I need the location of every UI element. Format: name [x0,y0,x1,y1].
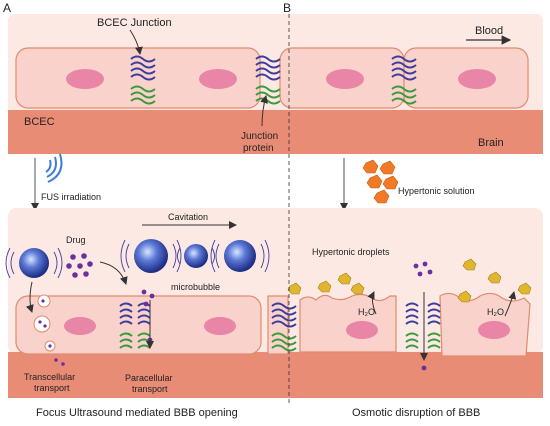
transcellular-arrow [25,281,34,313]
drug-label: Drug [66,235,86,245]
nucleus [64,317,96,335]
junction-protein-label-1: Junction [241,131,278,142]
microbubble [19,248,49,278]
junction-complex-opened [405,302,441,349]
fus-irradiation-label: FUS irradiation [41,192,101,202]
transcellular-label-1: Transcellular [24,372,75,382]
microbubble [134,239,168,273]
bcec-junction-pointer [129,29,143,55]
nucleus [478,321,510,339]
bottom-cell-1 [15,295,262,355]
cavitation-label: Cavitation [168,212,208,222]
h2o-label-left: H₂O [358,307,375,317]
bcec-label: BCEC [24,116,55,128]
caption-left: Focus Ultrasound mediated BBB opening [36,407,238,419]
shrunken-cell-1 [299,293,397,353]
junction-complex [255,55,281,105]
hypertonic-droplets [287,258,532,303]
junction-protein-pointer [260,95,268,127]
caption-right: Osmotic disruption of BBB [352,407,480,419]
top-brain-band [8,110,543,154]
hypertonic-solution-label: Hypertonic solution [398,186,475,196]
bottom-brain-band [8,352,543,398]
bcec-junction-label: BCEC Junction [97,17,172,29]
nucleus [326,69,364,89]
nucleus [66,69,104,89]
microbubble [224,240,256,272]
blood-label: Blood [475,25,503,37]
h2o-arrow-right [504,291,517,317]
fus-wave-icon [45,153,63,183]
transcellular-label-2: transport [34,383,70,393]
nucleus [346,321,378,339]
junction-complex [271,302,297,352]
brain-label: Brain [478,137,504,149]
top-panel: A B BCEC Junction Blood BCEC Junction pr… [3,1,543,154]
nucleus [458,69,496,89]
transcellular-vesicles [33,294,65,366]
bottom-panel: Cavitation microbubble Drug Transcellula… [5,208,543,398]
microbubble [184,244,208,268]
junction-complex [130,55,156,105]
microbubble-group [5,239,270,279]
panel-a-letter: A [3,1,11,15]
paracellular-label-2: transport [132,384,168,394]
microbubble-label: microbubble [171,282,220,292]
middle-section: FUS irradiation Hypertonic solution [31,153,475,211]
junction-protein-label-2: protein [243,143,274,154]
nucleus [204,317,236,335]
h2o-arrow-left [367,291,377,315]
nucleus [199,69,237,89]
panel-b-letter: B [283,1,291,15]
junction-complex [391,55,417,105]
hypertonic-droplets-label: Hypertonic droplets [312,247,390,257]
h2o-label-right: H₂O [487,307,504,317]
drug-to-junction-arrow [99,261,128,285]
solution-particles [413,261,433,371]
hypertonic-solution-icon [362,159,399,204]
paracellular-label-1: Paracellular [125,373,173,383]
